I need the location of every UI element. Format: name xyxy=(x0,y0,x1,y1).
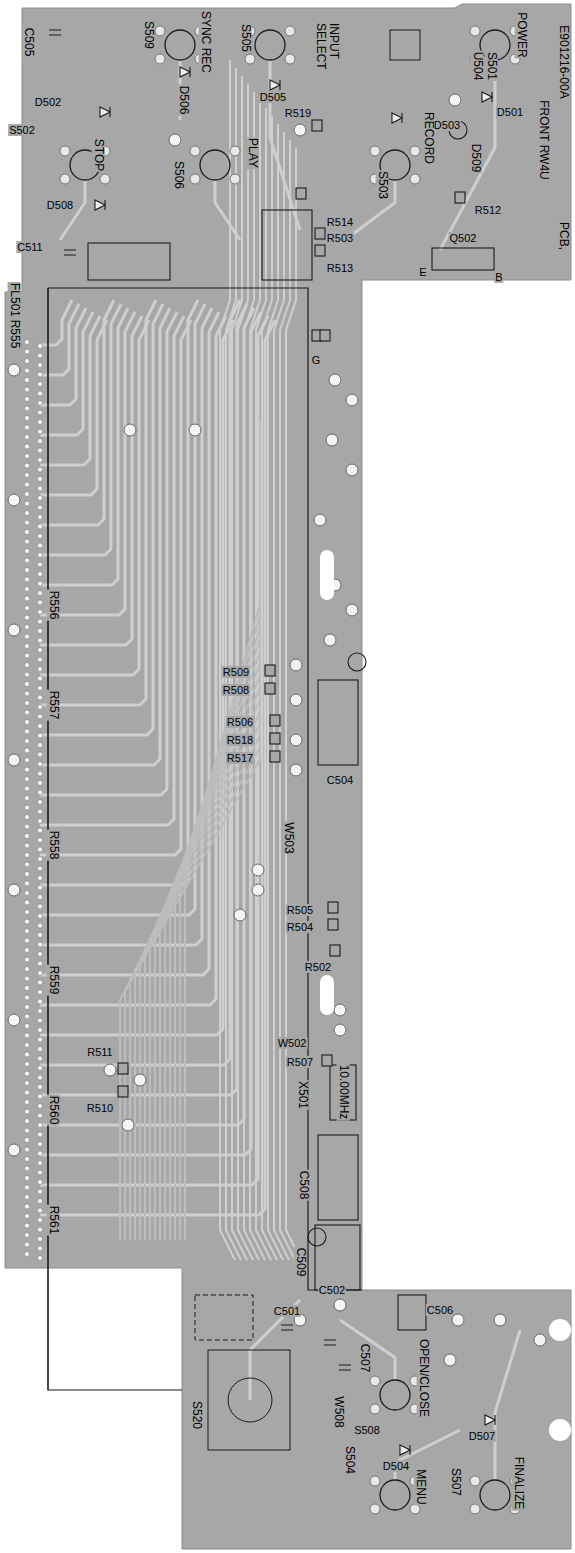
part-label: D502 xyxy=(34,96,62,108)
part-label: R502 xyxy=(304,961,332,973)
part-label: MENU xyxy=(413,1468,426,1505)
part-label: S502 xyxy=(8,124,36,136)
part-label: R558 xyxy=(46,830,59,861)
part-label: C505 xyxy=(21,27,34,58)
part-label: SYNC REC xyxy=(198,10,211,74)
part-label: X501 xyxy=(295,1080,308,1110)
part-label: R512 xyxy=(474,204,502,216)
part-label: R557 xyxy=(46,690,59,721)
component-outlines xyxy=(49,30,495,1455)
part-label: E xyxy=(418,266,427,278)
part-label: R504 xyxy=(286,921,314,933)
part-label: R517 xyxy=(226,752,254,764)
part-label: G xyxy=(311,354,322,366)
part-label: D504 xyxy=(382,1460,410,1472)
part-label: D505 xyxy=(259,91,287,103)
part-label: S503 xyxy=(375,170,388,200)
board-outline xyxy=(5,4,571,1549)
part-label: PCB, xyxy=(556,221,569,251)
part-label: C508 xyxy=(296,1170,309,1201)
part-label: S506 xyxy=(171,160,184,190)
part-label: C504 xyxy=(326,774,354,786)
part-label: 10.00MHz xyxy=(336,1064,349,1121)
part-label: STOP xyxy=(91,138,104,172)
part-label: U504 xyxy=(470,51,483,82)
part-label: S505 xyxy=(238,23,251,53)
display-outline xyxy=(48,288,362,1390)
part-label: FL501 xyxy=(7,282,20,318)
part-label: C507 xyxy=(357,1343,370,1374)
copper-traces xyxy=(40,45,520,1495)
part-label: S508 xyxy=(353,1424,381,1436)
part-label: R560 xyxy=(46,1095,59,1126)
part-label: R519 xyxy=(284,107,312,119)
part-label: D503 xyxy=(433,119,461,131)
part-label: FRONT RW4U xyxy=(536,99,549,181)
pads xyxy=(8,94,546,1366)
part-label: R507 xyxy=(286,1056,314,1068)
part-label: R513 xyxy=(326,262,354,274)
part-label: S520 xyxy=(189,1400,202,1430)
part-label: R503 xyxy=(326,232,354,244)
part-label: D501 xyxy=(496,106,524,118)
part-label: R561 xyxy=(46,1205,59,1236)
part-label: D509 xyxy=(468,143,481,174)
part-label: W508 xyxy=(331,1395,344,1428)
part-label: Q502 xyxy=(449,232,478,244)
part-label: R518 xyxy=(226,734,254,746)
part-label: PLAY xyxy=(245,137,258,169)
part-label: R559 xyxy=(46,965,59,996)
part-label: FINALIZE xyxy=(511,1456,524,1511)
part-label: R556 xyxy=(46,590,59,621)
part-label: R514 xyxy=(326,216,354,228)
part-label: R506 xyxy=(226,716,254,728)
part-label: R505 xyxy=(286,904,314,916)
part-label: R508 xyxy=(222,684,250,696)
part-label: S507 xyxy=(448,1467,461,1497)
part-label: C502 xyxy=(318,1284,346,1296)
part-label: B xyxy=(494,271,503,283)
part-label: R509 xyxy=(222,666,250,678)
part-label: W502 xyxy=(277,1037,308,1049)
part-label: R555 xyxy=(7,319,20,350)
part-label: W503 xyxy=(281,821,294,854)
part-label: S504 xyxy=(342,1445,355,1475)
part-label: C506 xyxy=(426,1304,454,1316)
part-label: S509 xyxy=(141,20,154,50)
part-label: POWER xyxy=(514,11,527,58)
part-label: RECORD xyxy=(421,111,434,165)
switch-symbols xyxy=(60,26,520,1514)
part-label: INPUT SELECT xyxy=(314,22,340,62)
part-label: C509 xyxy=(293,1247,306,1278)
part-label: S501 xyxy=(484,51,497,81)
part-label: R510 xyxy=(86,1102,114,1114)
part-label: E901216-00A xyxy=(556,24,569,99)
part-label: C511 xyxy=(16,241,43,253)
part-label: R511 xyxy=(86,1046,113,1058)
part-label: C501 xyxy=(273,1305,301,1317)
part-label: OPEN/CLOSE xyxy=(416,1338,429,1418)
part-label: D508 xyxy=(46,199,74,211)
part-label: D507 xyxy=(468,1430,496,1442)
part-label: D506 xyxy=(176,85,189,116)
